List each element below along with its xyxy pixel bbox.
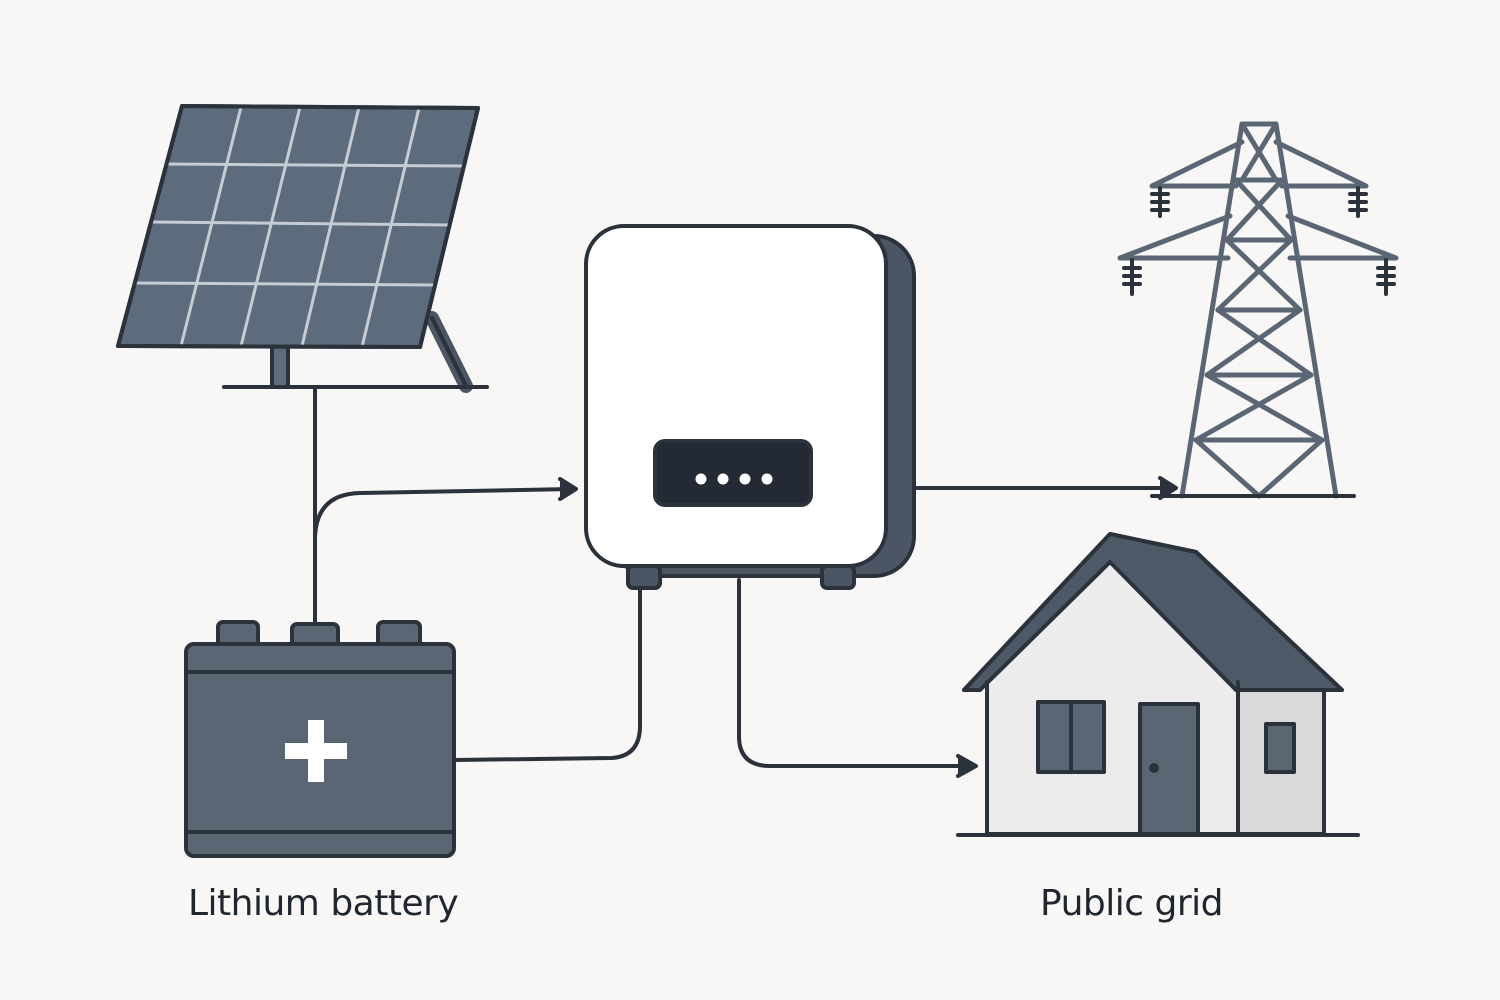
solar-panel-icon [116, 104, 489, 393]
wire-battery-to-inverter [453, 588, 642, 762]
power-tower-icon [1117, 121, 1399, 499]
house-icon [956, 532, 1360, 837]
battery-label: Lithium battery [188, 883, 459, 924]
wire-inverter-to-house [737, 578, 978, 778]
wire-panel-to-inverter [313, 477, 578, 542]
inverter-icon [584, 224, 916, 590]
battery-icon [184, 620, 456, 858]
grid-label: Public grid [1040, 883, 1224, 924]
wire-inverter-to-grid [910, 476, 1178, 500]
